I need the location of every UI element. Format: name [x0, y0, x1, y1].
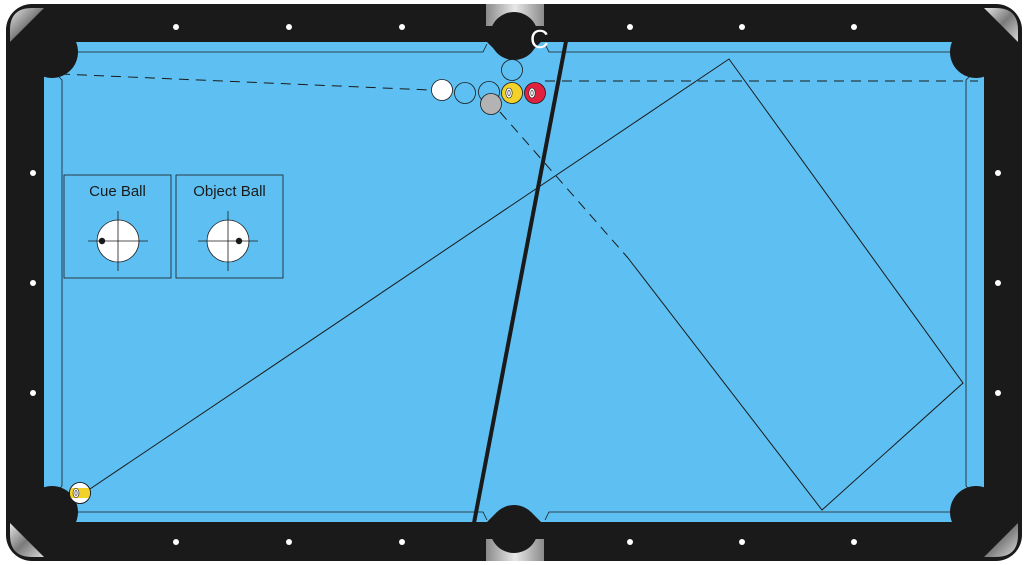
ghost-ball — [502, 60, 523, 81]
object-ball-box-title: Object Ball — [193, 183, 266, 200]
three-ball — [525, 83, 546, 104]
object-ball-gray — [481, 94, 502, 115]
cue-ball — [432, 80, 453, 101]
pocket-top-right — [950, 26, 1002, 78]
table-cloth — [44, 42, 984, 522]
nine-ball — [502, 83, 523, 104]
stripe-nine-ball — [70, 483, 91, 504]
cue-ball-aim-dot — [99, 238, 105, 244]
ghost-ball — [455, 83, 476, 104]
cue-ball-box-title: Cue Ball — [89, 183, 146, 200]
pocket-label: C — [530, 24, 549, 54]
pocket-top-left — [26, 26, 78, 78]
pocket-bottom-right — [950, 486, 1002, 538]
object-ball-aim-dot — [236, 238, 242, 244]
pocket-bottom-side — [490, 505, 538, 553]
